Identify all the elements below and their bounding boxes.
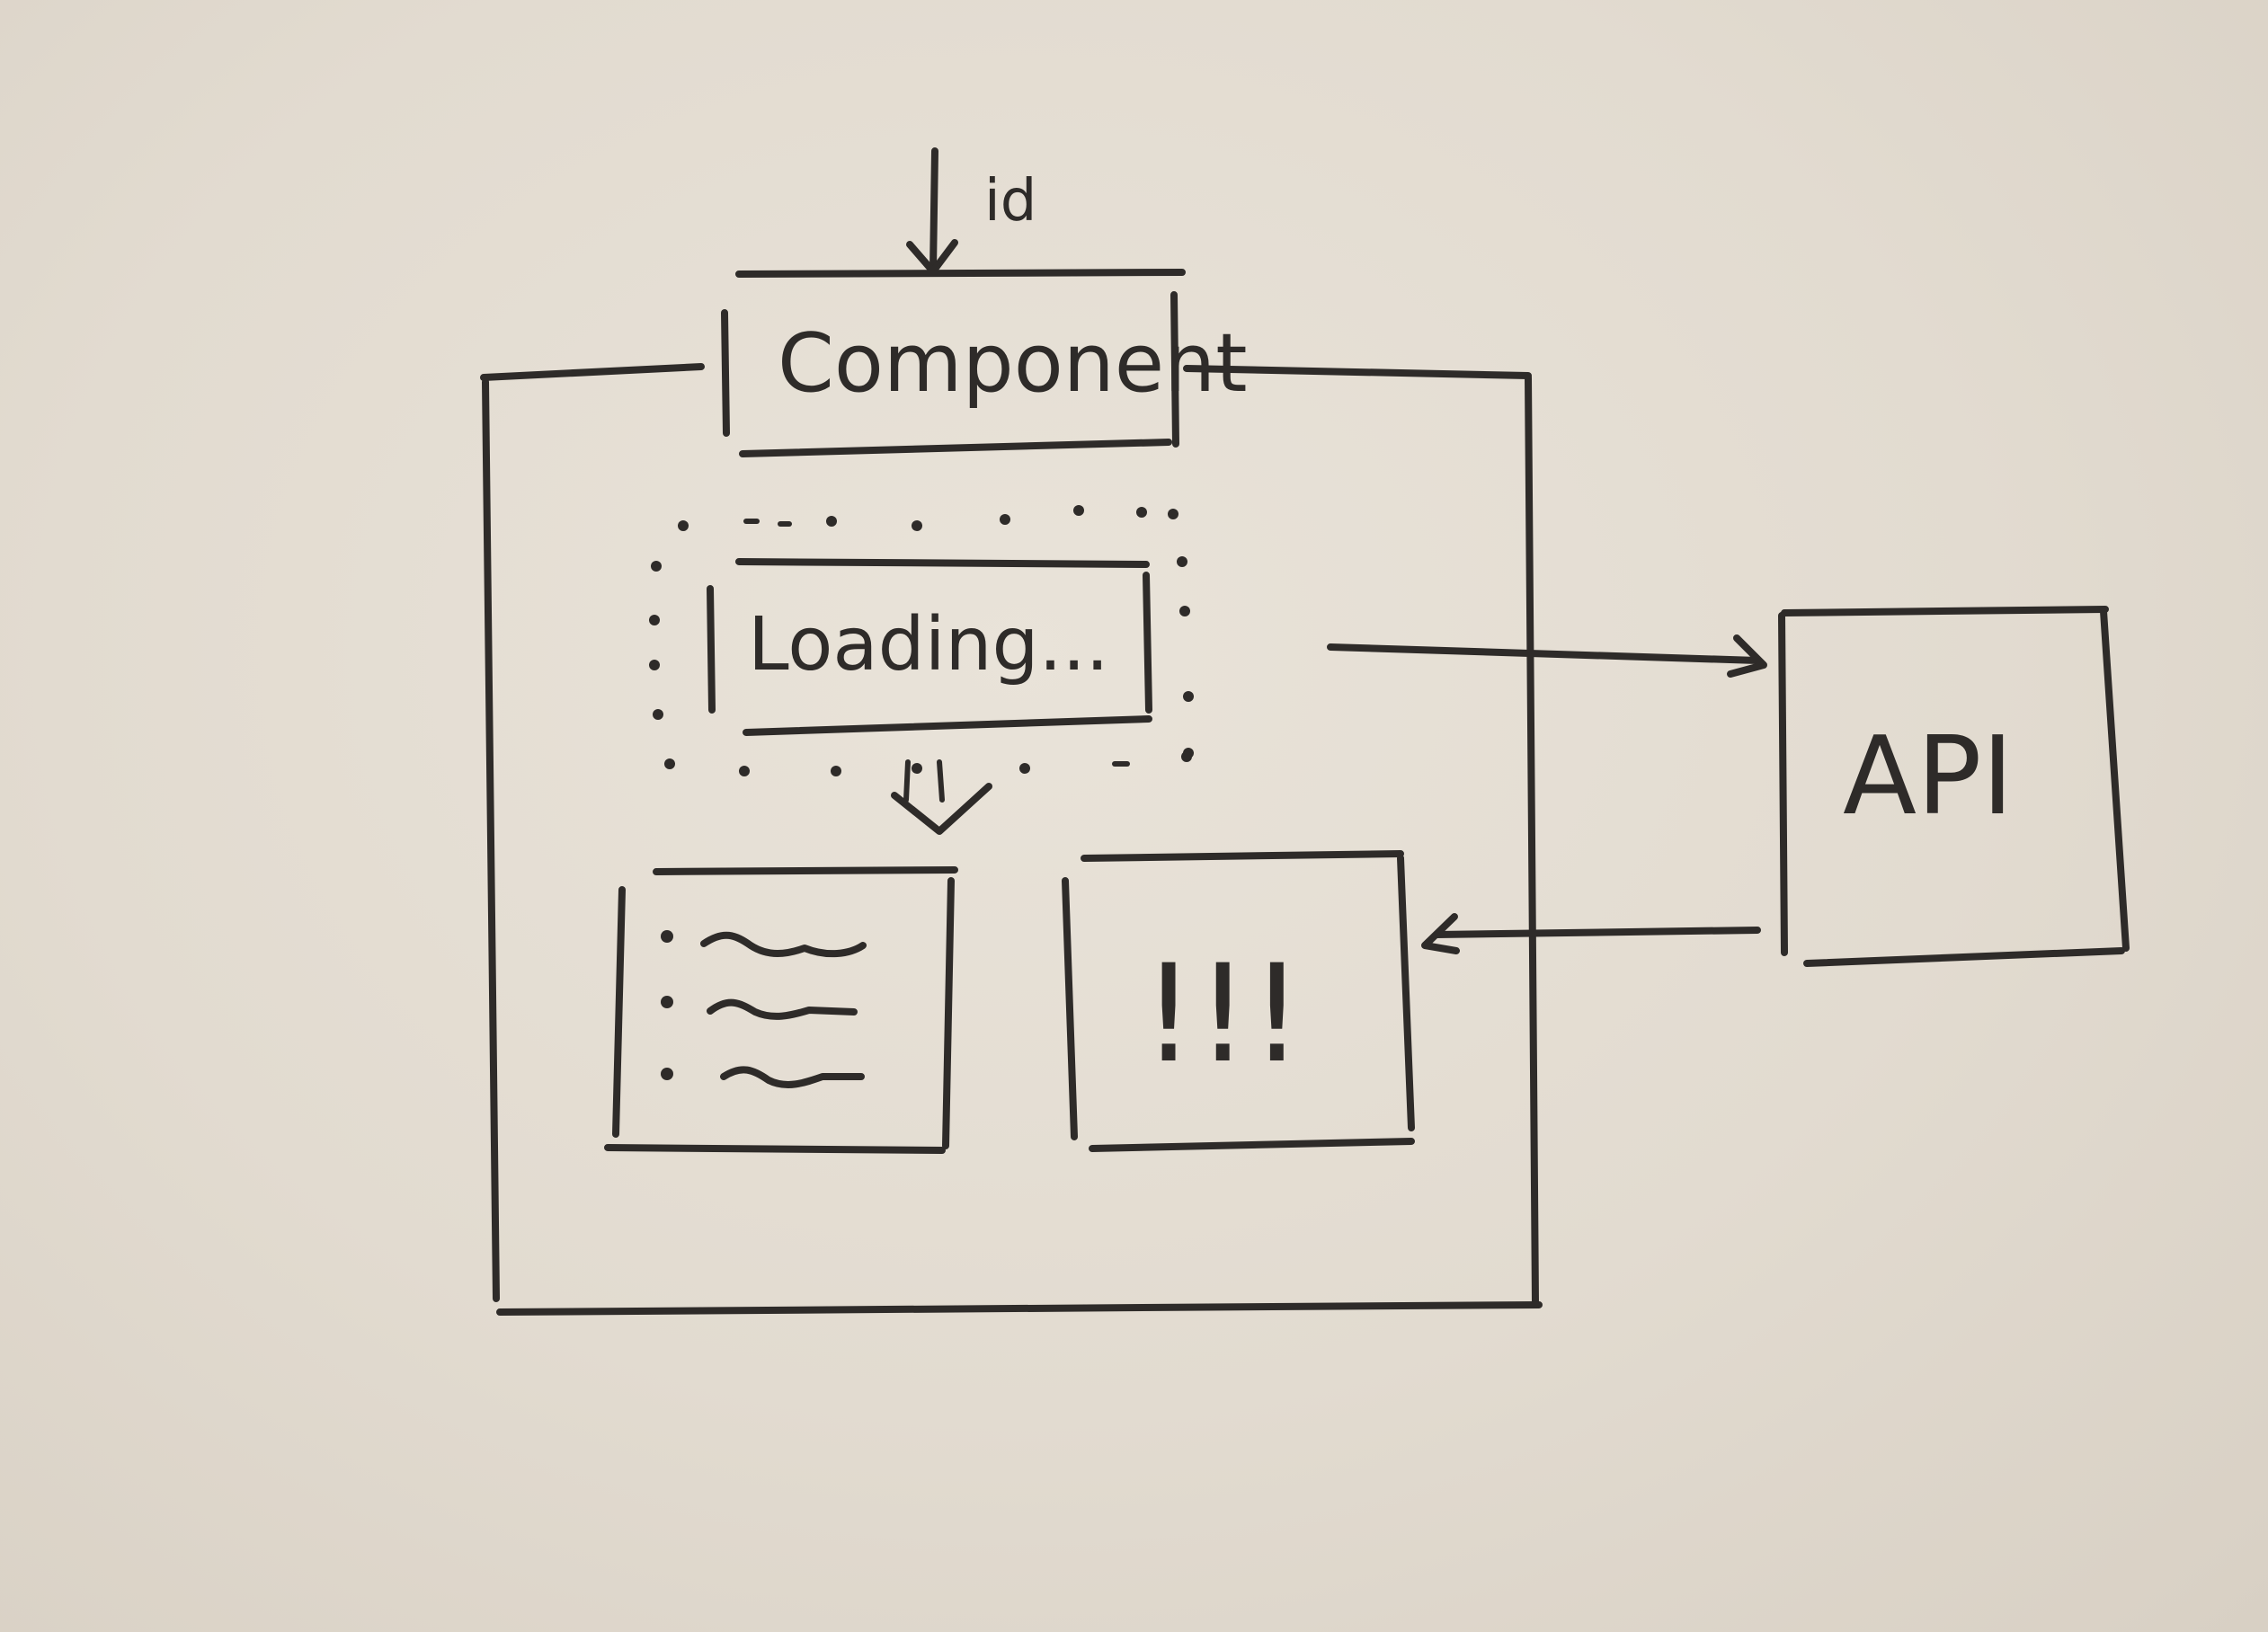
error-box	[1062, 850, 1415, 1152]
api-label: API	[1843, 714, 2014, 839]
loading-dotted-region	[649, 505, 1194, 776]
data-list-lines	[661, 930, 867, 1088]
error-label: !!!	[1142, 936, 1303, 1093]
loading-box	[707, 558, 1152, 736]
branch-arrow	[891, 759, 992, 835]
input-label: id	[984, 168, 1036, 235]
request-arrow	[1327, 634, 1767, 678]
component-label: Component	[778, 316, 1248, 411]
data-list-box	[604, 866, 958, 1154]
api-box	[1778, 606, 2130, 967]
component-box	[721, 269, 1186, 457]
response-arrow	[1421, 913, 1761, 954]
loading-label: Loading...	[748, 602, 1109, 687]
input-arrow	[906, 147, 958, 275]
outer-container	[480, 363, 1543, 1316]
